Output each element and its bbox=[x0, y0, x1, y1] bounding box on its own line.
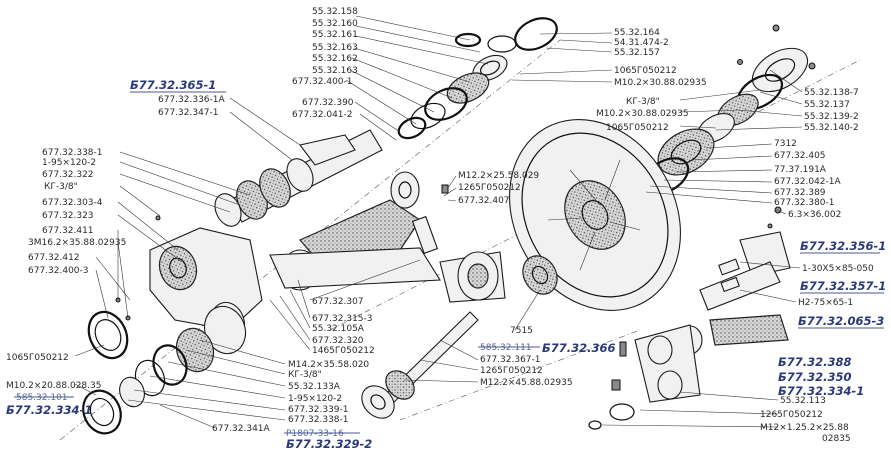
part-label: 1-30Х5×85-050 bbox=[802, 264, 874, 274]
part-label: 677.32.303-4 bbox=[42, 198, 103, 208]
part-label: 677.32.338-1 bbox=[42, 148, 103, 158]
part-label: 55.32.137 bbox=[804, 100, 850, 110]
revision-annotations: Б77.32.365-1 Б77.32.356-1 Б77.32.357-1 Б… bbox=[6, 78, 886, 451]
part-label: 55.32.163 bbox=[312, 66, 358, 76]
part-label: 677.32.405 bbox=[774, 151, 826, 161]
lower-left-stack-drawing bbox=[115, 297, 247, 408]
revision-annotation: Б77.32.329-2 bbox=[286, 437, 372, 451]
part-label: Н2-75×65-1 bbox=[798, 298, 853, 308]
part-label: 677.32.042-1А bbox=[774, 177, 842, 187]
part-label: 1265Г050212 bbox=[458, 183, 521, 193]
part-label: 677.32.389 bbox=[774, 188, 826, 198]
part-label: М10.2×30.88.02935 bbox=[614, 78, 707, 88]
part-label: 1265Г050212 bbox=[480, 366, 543, 376]
part-label: 677.32.341А bbox=[212, 424, 271, 434]
part-labels: 55.32.158 55.32.160 55.32.161 55.32.163 … bbox=[6, 7, 874, 444]
part-label: 1265Г050212 bbox=[760, 410, 823, 420]
part-label: 677.32.320 bbox=[312, 336, 364, 346]
part-label: М14.2×35.58.020 bbox=[288, 360, 369, 370]
struck-out-number: 585.32.101 bbox=[16, 393, 68, 403]
figure-number: 02835 bbox=[822, 434, 851, 444]
part-label: 677.32.347-1 bbox=[158, 108, 219, 118]
revision-annotation: Б77.32.357-1 bbox=[800, 279, 886, 293]
part-label: 55.32.138-7 bbox=[804, 88, 859, 98]
drum-disc-drawing bbox=[509, 119, 681, 311]
part-label: 1065Г050212 bbox=[606, 123, 669, 133]
axis-lines bbox=[59, 39, 861, 441]
part-label: 677.32.400-3 bbox=[28, 266, 89, 276]
part-label: 677.32.336-1А bbox=[158, 95, 226, 105]
part-label: 677.32.323 bbox=[42, 211, 94, 221]
part-label: 677.32.338-1 bbox=[288, 415, 349, 425]
part-label: 55.32.157 bbox=[614, 48, 660, 58]
leader-lines bbox=[74, 15, 803, 429]
right-linkage-drawing bbox=[677, 206, 791, 355]
part-label: 1065Г050212 bbox=[614, 66, 677, 76]
part-label: 3М16.2×35.88.02935 bbox=[28, 238, 126, 248]
part-label: 55.32.160 bbox=[312, 19, 358, 29]
part-label: 55.32.163 bbox=[312, 43, 358, 53]
part-label: 55.32.140-2 bbox=[804, 123, 859, 133]
part-label: 677.32.315-3 bbox=[312, 314, 373, 324]
part-label: 677.32.041-2 bbox=[292, 110, 353, 120]
part-label: М12.2×25.58.029 bbox=[458, 171, 539, 181]
part-label: 7515 bbox=[510, 326, 533, 336]
part-label: 55.32.164 bbox=[614, 28, 660, 38]
part-label: 677.32.367-1 bbox=[480, 355, 541, 365]
revision-annotation: Б77.32.334-1 bbox=[778, 384, 864, 398]
part-label: 6.3×36.002 bbox=[788, 210, 841, 220]
part-label: 677.32.307 bbox=[312, 297, 364, 307]
struck-out-number: 585.32.111 bbox=[480, 343, 532, 353]
part-label: 55.32.158 bbox=[312, 7, 358, 17]
part-label: 677.32.412 bbox=[28, 253, 80, 263]
part-label: 55.32.113 bbox=[780, 396, 826, 406]
revision-annotation: Б77.32.065-3 bbox=[798, 314, 884, 328]
part-label: 677.32.411 bbox=[42, 226, 94, 236]
part-label: 55.32.161 bbox=[312, 30, 358, 40]
top-bearing-stack-drawing bbox=[397, 17, 558, 140]
part-label: М10.2×20.88.028.35 bbox=[6, 381, 101, 391]
part-label: 1-95×120-2 bbox=[42, 158, 96, 168]
struck-out-numbers: 585.32.101 585.32.111 Р1807-33-16 bbox=[14, 343, 540, 439]
part-label: 77.37.191А bbox=[774, 165, 827, 175]
part-label: 55.32.139-2 bbox=[804, 112, 859, 122]
drive-shaft-drawing bbox=[361, 311, 479, 419]
part-label: 55.32.162 bbox=[312, 54, 358, 64]
part-label: 54.31.474-2 bbox=[614, 38, 669, 48]
struck-out-number: Р1807-33-16 bbox=[286, 429, 344, 439]
part-label: М12.2×45.88.02935 bbox=[480, 378, 573, 388]
part-label: 1065Г050212 bbox=[6, 353, 69, 363]
part-label: М12×1.25.2×25.88 bbox=[760, 423, 849, 433]
part-label: М10.2×30.88.02935 bbox=[596, 109, 689, 119]
part-label: 677.32.339-1 bbox=[288, 405, 349, 415]
revision-annotation: Б77.32.388 bbox=[778, 355, 852, 369]
part-label: 1465Г050212 bbox=[312, 346, 375, 356]
part-label: 677.32.380-1 bbox=[774, 198, 835, 208]
part-label: 1-95×120-2 bbox=[288, 394, 342, 404]
part-label: КГ-3/8" bbox=[44, 182, 78, 192]
revision-annotation: Б77.32.365-1 bbox=[130, 78, 216, 92]
part-label: 677.32.407 bbox=[458, 196, 510, 206]
part-label: 7312 bbox=[774, 139, 797, 149]
part-label: 677.32.322 bbox=[42, 170, 94, 180]
revision-annotation: Б77.32.350 bbox=[778, 370, 852, 384]
revision-annotation: Б77.32.366 bbox=[542, 341, 616, 355]
part-label: 677.32.400-1 bbox=[292, 77, 353, 87]
part-label: 55.32.105А bbox=[312, 324, 365, 334]
revision-annotation: Б77.32.334-1 bbox=[6, 403, 92, 417]
revision-annotation: Б77.32.356-1 bbox=[800, 239, 886, 253]
lower-bracket-drawing bbox=[588, 324, 701, 430]
part-label: КГ-3/8" bbox=[288, 370, 322, 380]
part-label: 677.32.390 bbox=[302, 98, 354, 108]
upper-shaft-drawing bbox=[155, 129, 383, 227]
part-label: 55.32.133А bbox=[288, 382, 341, 392]
part-label: КГ-3/8" bbox=[626, 97, 660, 107]
cross-member-drawing bbox=[269, 247, 506, 303]
